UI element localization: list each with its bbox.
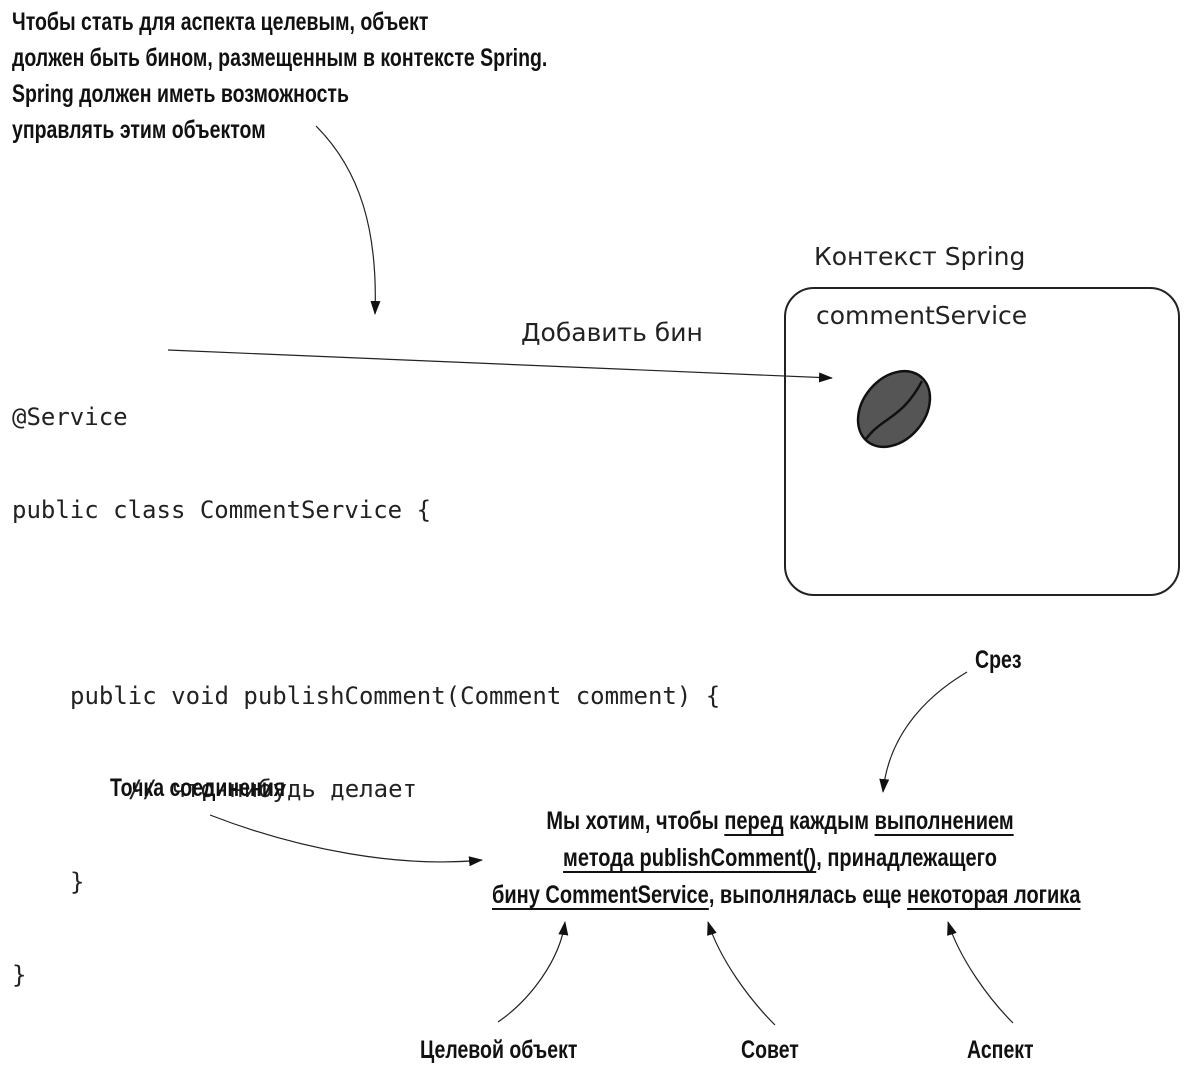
aspect-sentence: Мы хотим, чтобы перед каждым выполнением…	[492, 803, 1081, 914]
note-line: Чтобы стать для аспекта целевым, объект	[12, 8, 429, 36]
coffee-bean-icon	[856, 369, 932, 449]
code-line: // что-нибудь делает	[128, 775, 417, 803]
advice-arrow	[707, 921, 776, 1026]
target-requirement-note: Чтобы стать для аспекта целевым, объект …	[12, 4, 547, 148]
advice-label: Совет	[741, 1036, 799, 1064]
pointcut-label: Срез	[975, 646, 1022, 674]
add-bean-label: Добавить бин	[521, 318, 703, 347]
note-line: Spring должен иметь возможность	[12, 80, 349, 108]
add-bean-arrow	[167, 349, 833, 383]
target-arrow	[497, 921, 569, 1023]
code-listing: @Service public class CommentService { p…	[12, 340, 720, 1022]
sentence-line-2: метода publishComment(), принадлежащего	[563, 844, 997, 872]
pointcut-arrow	[879, 671, 968, 793]
spring-context-box: commentService	[784, 287, 1180, 596]
note-line: управлять этим объектом	[12, 116, 266, 144]
code-line: }	[70, 868, 85, 896]
method-underline: метода publishComment()	[563, 844, 817, 872]
code-line: public void publishComment(Comment comme…	[70, 682, 721, 710]
note-line: должен быть бином, размещенным в контекс…	[12, 44, 548, 72]
target-underline: бину CommentService	[492, 881, 709, 909]
sentence-line-1: Мы хотим, чтобы перед каждым выполнением	[546, 807, 1014, 835]
logic-underline: некоторая логика	[907, 881, 1081, 909]
target-label: Целевой объект	[420, 1036, 578, 1064]
code-line: }	[12, 961, 27, 989]
when-underline: перед	[724, 807, 784, 835]
join-point-arrow	[209, 814, 483, 867]
code-line: @Service	[12, 403, 128, 431]
spring-context-title: Контекст Spring	[814, 242, 1026, 271]
aspect-label: Аспект	[967, 1036, 1034, 1064]
bean-name: commentService	[816, 301, 1028, 330]
code-line	[12, 588, 720, 619]
join-point-label: Точка соединения	[110, 774, 286, 802]
aspect-arrow	[947, 921, 1014, 1024]
note-to-code-arrow	[315, 125, 381, 315]
sentence-line-3: бину CommentService, выполнялась еще нек…	[492, 881, 1081, 909]
code-line: public class CommentService {	[12, 496, 432, 524]
execution-underline: выполнением	[874, 807, 1014, 835]
